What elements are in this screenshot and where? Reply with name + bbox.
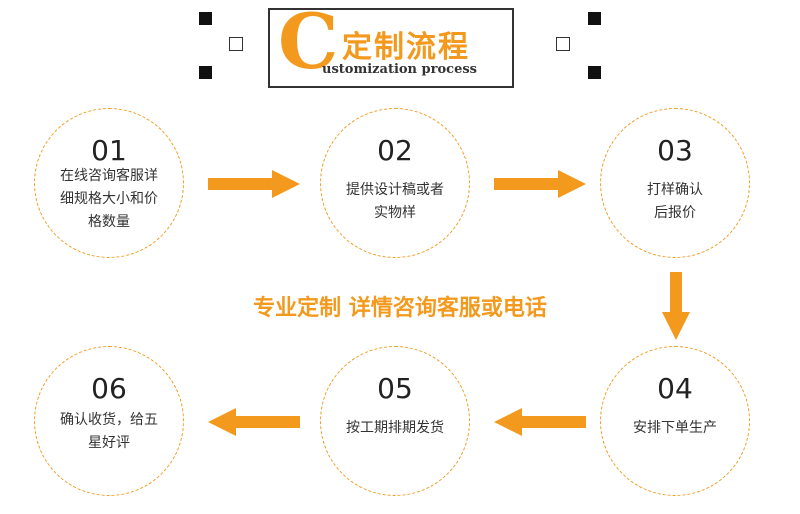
step-number: 03 bbox=[657, 134, 693, 167]
step-text: 打样确认 后报价 bbox=[647, 182, 703, 221]
tagline: 专业定制 详情咨询客服或电话 bbox=[253, 296, 547, 321]
step-number: 02 bbox=[377, 134, 413, 167]
decor-square-black bbox=[199, 66, 212, 79]
step-text: 按工期排期发货 bbox=[346, 420, 444, 436]
step-circle-03: 03 打样确认 后报价 bbox=[600, 108, 750, 258]
header-subtitle: ustomization process bbox=[322, 62, 477, 77]
step-text: 提供设计稿或者 实物样 bbox=[346, 182, 444, 221]
step-circle-02: 02 提供设计稿或者 实物样 bbox=[320, 108, 470, 258]
decor-square-outline bbox=[229, 37, 243, 51]
decor-square-black bbox=[588, 66, 601, 79]
arrow-down-icon bbox=[662, 272, 690, 340]
header-title-box: C 定制流程 ustomization process bbox=[268, 4, 514, 88]
step-number: 01 bbox=[91, 134, 127, 167]
decor-square-black bbox=[588, 12, 601, 25]
step-text: 安排下单生产 bbox=[633, 420, 717, 436]
arrow-right-icon bbox=[494, 170, 586, 198]
step-circle-01: 01 在线咨询客服详 细规格大小和价 格数量 bbox=[34, 108, 184, 258]
step-number: 04 bbox=[657, 372, 693, 405]
step-number: 05 bbox=[377, 372, 413, 405]
decor-square-outline bbox=[556, 37, 570, 51]
step-circle-06: 06 确认收货，给五 星好评 bbox=[34, 346, 184, 496]
header-title: 定制流程 bbox=[342, 30, 470, 65]
header-letter: C bbox=[278, 0, 339, 86]
arrow-left-icon bbox=[494, 408, 586, 436]
decor-square-black bbox=[199, 12, 212, 25]
step-text: 在线咨询客服详 细规格大小和价 格数量 bbox=[60, 168, 158, 230]
step-text: 确认收货，给五 星好评 bbox=[60, 412, 158, 451]
step-number: 06 bbox=[91, 372, 127, 405]
arrow-left-icon bbox=[208, 408, 300, 436]
arrow-right-icon bbox=[208, 170, 300, 198]
step-circle-04: 04 安排下单生产 bbox=[600, 346, 750, 496]
step-circle-05: 05 按工期排期发货 bbox=[320, 346, 470, 496]
